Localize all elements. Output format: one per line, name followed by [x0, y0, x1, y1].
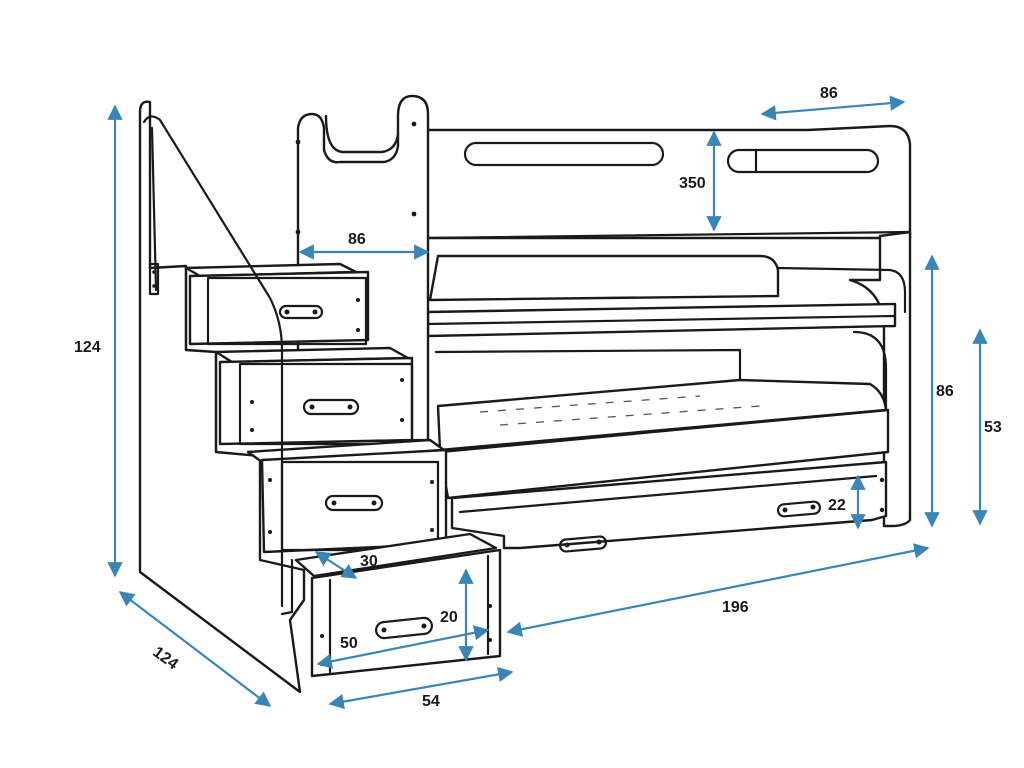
- label-stair-width: 86: [348, 231, 366, 248]
- label-guard-rail-height: 350: [679, 175, 706, 192]
- label-drawer-height: 22: [828, 497, 846, 514]
- dim-depth-arrow: [118, 591, 272, 707]
- label-depth: 124: [150, 644, 182, 674]
- label-stair-base-width: 54: [422, 693, 440, 710]
- dim-guard-rail-length-arrow: [760, 95, 906, 121]
- label-lower-bed-height: 53: [984, 419, 1002, 436]
- stair-drawer-1-handle: [278, 304, 324, 320]
- stair-handrail: [142, 115, 284, 608]
- dimension-lines: [107, 95, 988, 710]
- label-bed-length: 196: [722, 599, 749, 616]
- upper-guard-rail: [424, 124, 912, 240]
- guard-rail-slot-right: [726, 148, 880, 174]
- guard-rail-slot-left: [463, 141, 665, 167]
- dim-stair-base-width-arrow: [328, 666, 514, 710]
- bed-structure: [424, 124, 912, 553]
- label-guard-rail-length: 86: [820, 85, 838, 102]
- dim-step-depth-arrow: [314, 551, 358, 579]
- staircase: [138, 94, 502, 694]
- trundle-handle-right: [776, 500, 822, 518]
- stair-drawer-3-handle: [324, 494, 384, 512]
- label-step-depth: 30: [360, 553, 378, 570]
- label-drawer-width: 50: [340, 635, 358, 652]
- label-bed-side-height: 86: [936, 383, 954, 400]
- upper-mattress: [428, 254, 780, 302]
- stair-drawer-1: [188, 270, 370, 346]
- label-total-height: 124: [74, 339, 101, 356]
- stair-drawer-2-handle: [302, 398, 360, 416]
- dim-bed-length-arrow: [506, 543, 930, 637]
- label-step-height: 20: [440, 609, 458, 626]
- dim-drawer-width-arrow: [316, 625, 490, 669]
- stair-drawer-3: [260, 448, 448, 554]
